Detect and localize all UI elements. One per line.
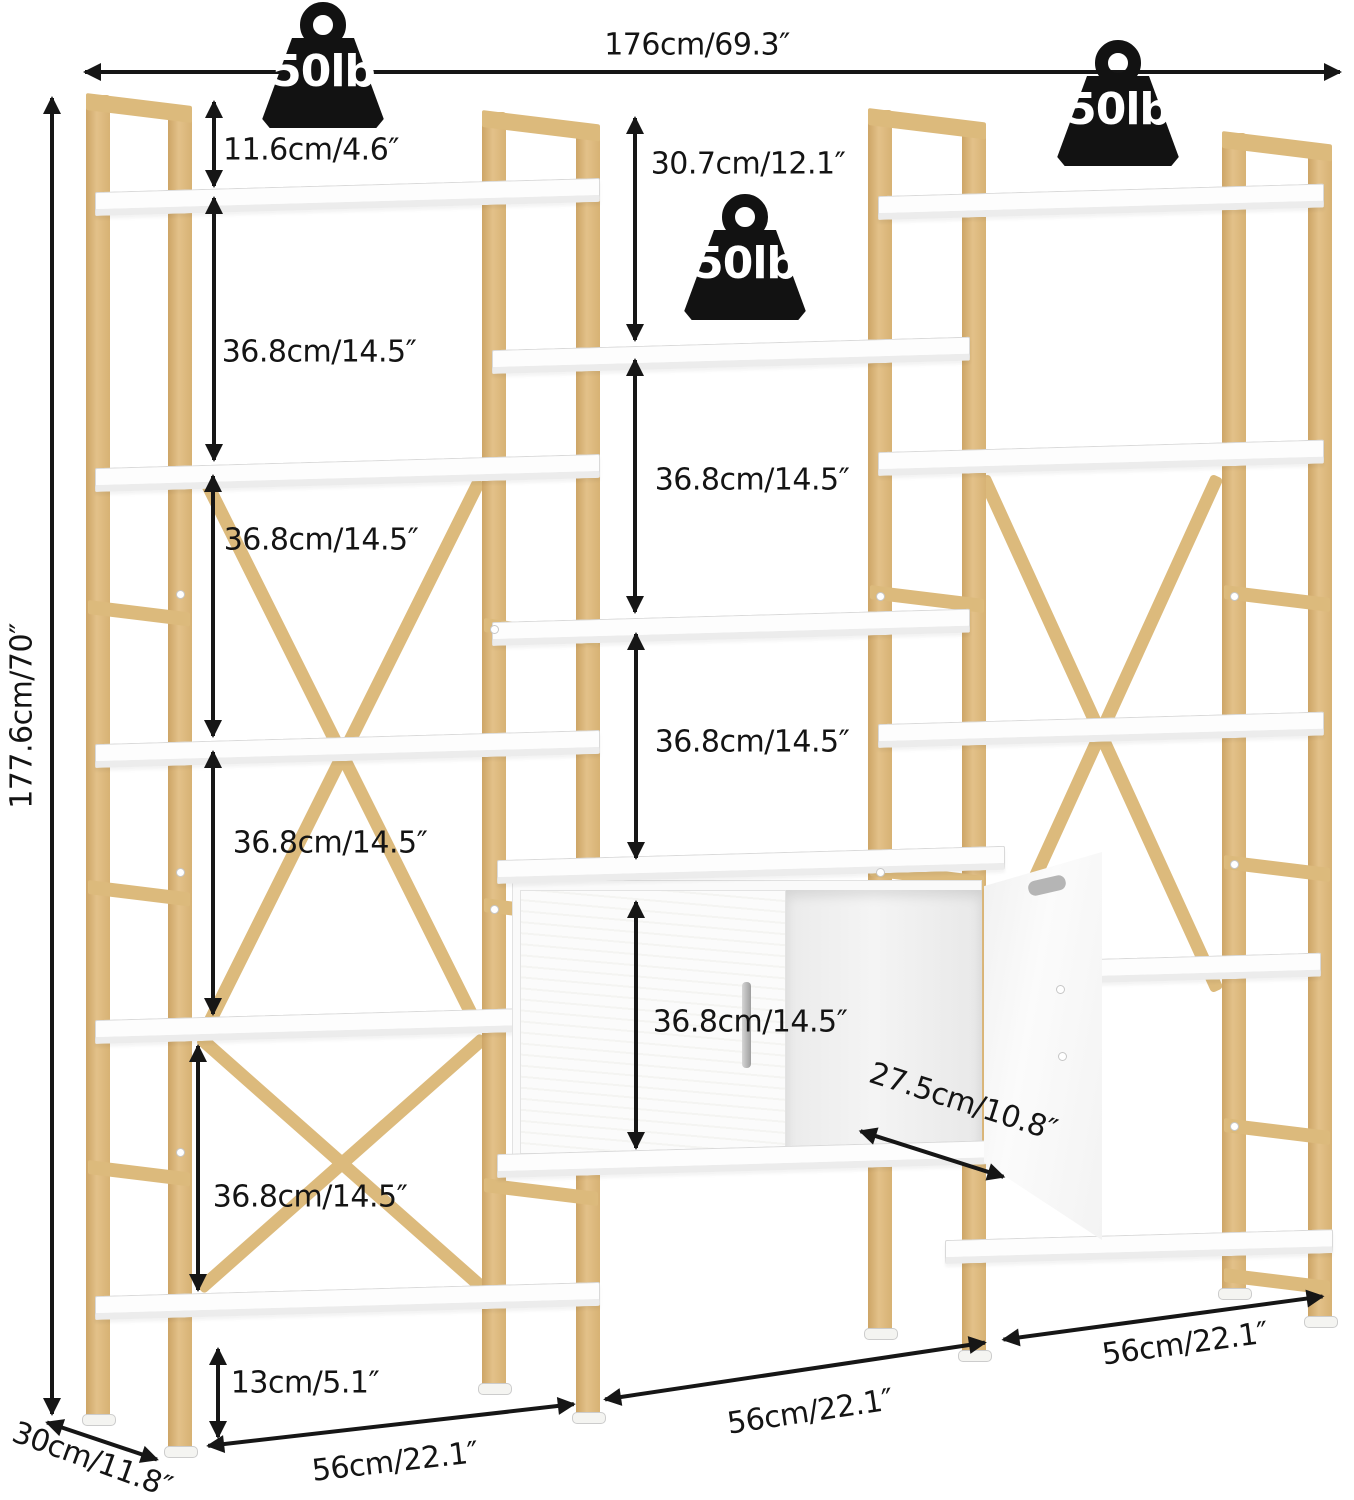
weight-capacity-badge: 50lb	[261, 2, 385, 128]
dim-line-mid-gap-1	[633, 360, 637, 612]
dim-line-left-gap-3	[211, 752, 215, 1014]
dim-label-mid-gap-2: 36.8cm/14.5″	[654, 724, 850, 760]
dim-line-left-top-gap	[212, 102, 216, 186]
screw-dot	[876, 592, 885, 601]
weight-capacity-label: 50lb	[271, 46, 376, 97]
dim-line-bay-width-left	[207, 1402, 575, 1448]
screw-dot	[1230, 592, 1239, 601]
foot-cap	[164, 1446, 198, 1458]
dim-line-left-bottom-gap	[216, 1349, 220, 1437]
dim-label-left-gap-2: 36.8cm/14.5″	[223, 522, 419, 558]
cabinet-handle	[742, 982, 751, 1068]
foot-cap	[864, 1328, 898, 1340]
dim-label-overall-width: 176cm/69.3″	[604, 27, 790, 63]
screw-dot	[490, 905, 499, 914]
dim-line-mid-top-gap	[633, 118, 637, 340]
dim-label-left-gap-1: 36.8cm/14.5″	[221, 334, 417, 370]
dim-label-left-gap-3: 36.8cm/14.5″	[232, 825, 428, 861]
dim-line-mid-gap-2	[634, 634, 638, 858]
dim-label-cabinet-height: 36.8cm/14.5″	[652, 1004, 848, 1040]
screw-dot	[1056, 985, 1065, 994]
dim-line-left-gap-2	[211, 476, 215, 736]
dim-line-overall-width	[85, 70, 1340, 74]
frame-post	[168, 112, 192, 1450]
dim-line-left-gap-4	[196, 1046, 200, 1290]
dim-label-mid-gap-1: 36.8cm/14.5″	[654, 462, 850, 498]
weight-capacity-badge: 50lb	[683, 194, 807, 320]
dim-label-left-top-gap: 11.6cm/4.6″	[222, 132, 400, 168]
dim-label-bay-width-mid: 56cm/22.1″	[724, 1382, 896, 1442]
dim-label-overall-height: 177.6cm/70″	[4, 623, 40, 809]
screw-dot	[1058, 1052, 1067, 1061]
dim-label-mid-top-gap: 30.7cm/12.1″	[650, 146, 846, 182]
foot-cap	[572, 1412, 606, 1424]
screw-dot	[876, 868, 885, 877]
screw-dot	[176, 1148, 185, 1157]
weight-capacity-label: 50lb	[693, 238, 798, 289]
shelf-board	[945, 1229, 1333, 1264]
foot-cap	[82, 1414, 116, 1426]
dim-label-left-gap-4: 36.8cm/14.5″	[212, 1179, 408, 1215]
frame-post	[1222, 133, 1246, 1292]
shelf-board	[492, 336, 970, 374]
weight-capacity-label: 50lb	[1066, 84, 1171, 135]
screw-dot	[490, 625, 499, 634]
shelf-board	[878, 439, 1324, 476]
screw-dot	[176, 868, 185, 877]
dim-line-cabinet-height	[634, 902, 638, 1148]
cabinet-opening	[786, 890, 982, 1154]
dim-label-bay-width-left: 56cm/22.1″	[310, 1435, 480, 1489]
dim-label-left-bottom-gap: 13cm/5.1″	[230, 1365, 380, 1401]
weight-capacity-badge: 50lb	[1056, 40, 1180, 166]
screw-dot	[1230, 860, 1239, 869]
cabinet-door-closed	[520, 890, 786, 1154]
foot-cap	[1304, 1316, 1338, 1328]
dim-line-bay-width-mid	[604, 1340, 986, 1402]
shelf-board	[878, 183, 1324, 220]
foot-cap	[478, 1383, 512, 1395]
screw-dot	[176, 590, 185, 599]
frame-post	[576, 128, 600, 1416]
shelf-board	[492, 608, 970, 646]
dim-line-overall-height	[50, 98, 54, 1414]
foot-cap	[1218, 1288, 1252, 1300]
screw-dot	[1230, 1122, 1239, 1131]
dim-line-left-gap-1	[212, 198, 216, 460]
